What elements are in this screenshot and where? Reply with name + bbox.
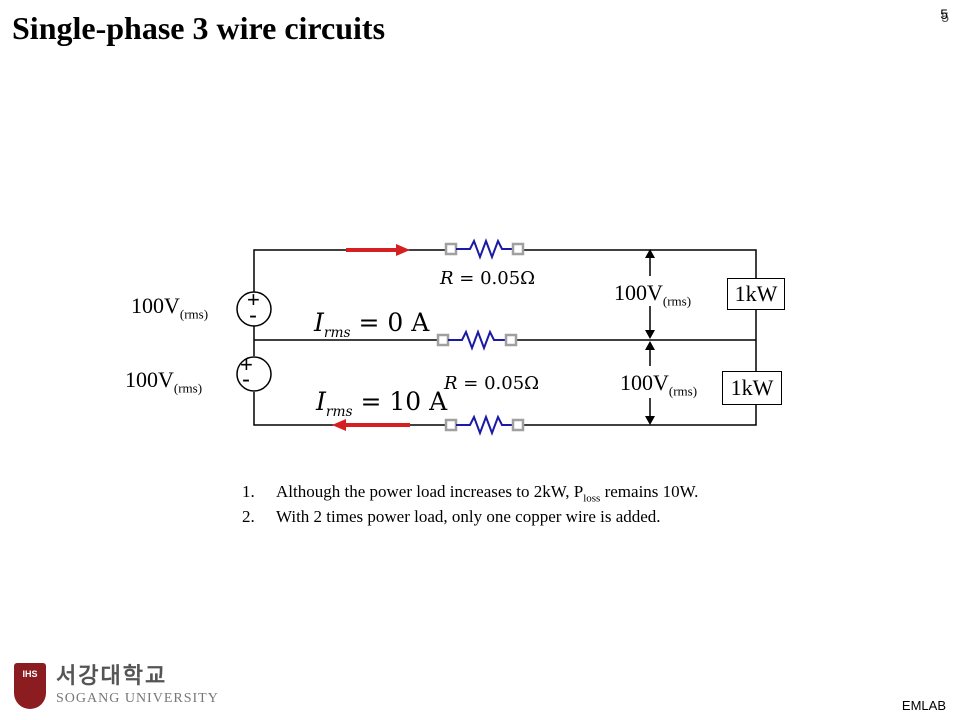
bottom-current-equation: Irms = 10 A (316, 387, 448, 420)
terminal-mid-right (504, 333, 518, 347)
voltage-arrowhead-bottom-down (645, 416, 655, 425)
neutral-current-equation: Irms = 0 A (314, 308, 430, 341)
logo-korean-name: 서강대학교 (56, 664, 168, 689)
logo-text: 서강대학교 SOGANG UNIVERSITY (56, 665, 219, 707)
source-top-voltage-label: 100V(rms) (131, 293, 209, 322)
source-bottom-plus: + (240, 352, 253, 377)
university-logo: IHS 서강대학교 SOGANG UNIVERSITY (14, 663, 219, 709)
terminal-top-left (444, 242, 458, 256)
terminal-top-right (511, 242, 525, 256)
notes-list: 1.Although the power load increases to 2… (242, 482, 698, 530)
resistor-neutral (436, 329, 518, 351)
university-crest-icon: IHS (14, 663, 46, 709)
voltage-arrowhead-bottom-up (645, 341, 655, 350)
slide-number-text: 5 (940, 6, 948, 22)
terminal-bottom-right (511, 418, 525, 432)
logo-english-name: SOGANG UNIVERSITY (56, 691, 219, 706)
source-top-minus: - (249, 302, 257, 329)
voltage-arrowhead-top-up (645, 249, 655, 258)
note-item: 2.With 2 times power load, only one copp… (242, 507, 661, 527)
footer-lab-name: EMLAB (901, 698, 946, 713)
terminal-mid-left (436, 333, 450, 347)
resistor-bottom-equation: R = 0.05Ω (444, 373, 540, 394)
source-bottom-minus: - (242, 366, 250, 393)
resistor-top-zigzag (456, 238, 513, 260)
source-top-plus: + (247, 287, 260, 312)
voltage-source-bottom (236, 356, 272, 392)
resistor-bottom-zigzag (456, 414, 513, 436)
load-top-box: 1kW (727, 278, 785, 310)
slide-number-shadow: 5 (941, 9, 949, 25)
current-arrow-top (346, 244, 410, 256)
slide-number: 5 5 (940, 6, 949, 25)
note-item: 1.Although the power load increases to 2… (242, 482, 699, 505)
resistor-mid-zigzag (448, 329, 506, 351)
slide-title: Single-phase 3 wire circuits (12, 10, 386, 46)
source-bottom-voltage-label: 100V(rms) (125, 367, 203, 396)
current-arrow-bottom (332, 419, 410, 431)
voltage-arrowhead-top-down (645, 330, 655, 339)
wire-top-right (518, 249, 757, 280)
wire-top-left (253, 249, 450, 292)
load-bottom-voltage-label: 100V(rms) (620, 370, 698, 399)
resistor-top-equation: R = 0.05Ω (440, 268, 536, 289)
voltage-source-top (236, 291, 272, 327)
resistor-bottom (444, 414, 525, 436)
terminal-bottom-left (444, 418, 458, 432)
wire-bottom-right (518, 405, 757, 426)
load-top-voltage-label: 100V(rms) (614, 280, 692, 309)
resistor-top (444, 238, 525, 260)
load-bottom-box: 1kW (722, 371, 782, 405)
